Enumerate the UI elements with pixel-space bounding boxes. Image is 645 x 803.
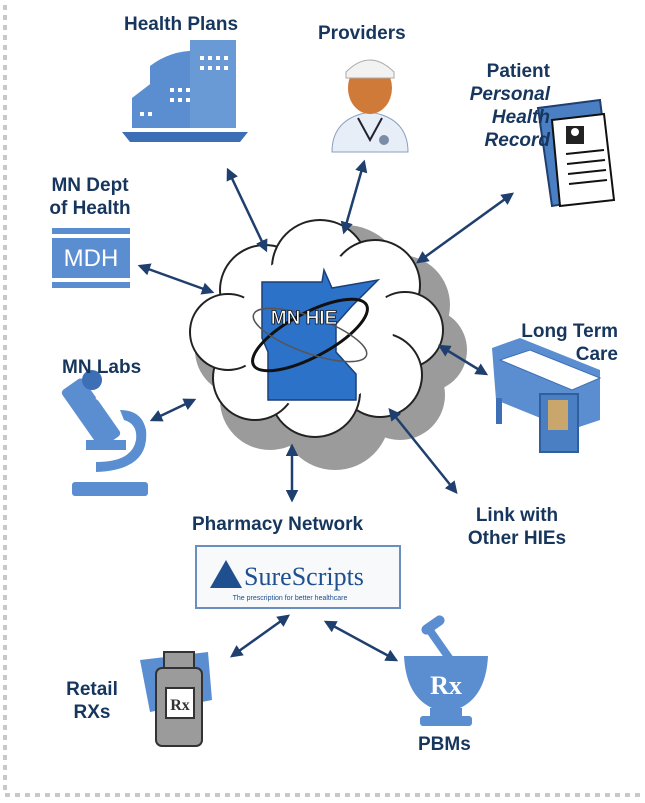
connection-arrows — [137, 159, 515, 662]
rx-bottle-symbol: Rx — [170, 697, 190, 714]
label-long-term-line1: Long Term — [521, 321, 618, 342]
label-mn-labs: MN Labs — [62, 357, 142, 378]
label-retail-line1: Retail — [66, 679, 118, 700]
arrow-pbms — [323, 620, 399, 662]
label-health-plans: Health Plans — [124, 14, 239, 35]
rx-bottle-icon — [140, 651, 212, 747]
bed-icon — [492, 338, 602, 453]
arrow-mdh — [137, 263, 215, 295]
arrow-long-term-care — [437, 344, 489, 376]
arrow-health-plans — [226, 167, 268, 253]
personal-health-record-icon — [536, 98, 616, 208]
hie-cloud — [189, 219, 467, 470]
label-link-line2: Other HIEs — [467, 528, 567, 549]
surescripts-logo — [195, 545, 401, 609]
label-link-other-hies: Link with Other HIEs — [452, 504, 582, 550]
label-pharmacy-network: Pharmacy Network — [192, 514, 364, 535]
arrow-labs — [149, 398, 197, 422]
surescripts-tagline: The prescription for better healthcare — [233, 595, 348, 602]
label-patient: Patient — [486, 61, 550, 82]
label-personal: Personal — [469, 84, 550, 105]
mdh-logo — [52, 226, 130, 290]
building-icon — [122, 40, 248, 142]
doctor-icon — [331, 59, 409, 153]
label-retail-rxs: Retail RXs — [52, 678, 132, 724]
arrow-phr — [415, 192, 515, 264]
label-mn-dept-line1: MN Dept — [51, 175, 129, 196]
label-link-line1: Link with — [475, 505, 559, 526]
label-pbms: PBMs — [418, 734, 471, 755]
label-mn-dept: MN Dept of Health — [30, 174, 150, 220]
label-record: Record — [484, 130, 550, 151]
label-health: Health — [491, 107, 550, 128]
mortar-pestle-icon — [404, 615, 488, 726]
surescripts-wordmark: SureScripts — [244, 562, 364, 591]
label-providers: Providers — [318, 23, 406, 44]
microscope-icon — [61, 370, 148, 496]
label-retail-line2: RXs — [73, 702, 111, 723]
label-mn-dept-line2: of Health — [49, 198, 131, 219]
label-long-term-line2: Care — [575, 344, 618, 365]
arrow-other-hies — [388, 408, 458, 494]
label-long-term-care: Long Term Care — [500, 320, 618, 366]
mdh-logo-text: MDH — [64, 245, 119, 272]
arrow-retail — [229, 614, 291, 658]
arrow-providers — [340, 159, 368, 235]
label-patient-phr: Patient Personal Health Record — [430, 60, 550, 152]
mn-hie-text: MN HIE — [271, 308, 338, 329]
rx-mortar-symbol: Rx — [430, 671, 462, 700]
page-border — [3, 5, 640, 797]
